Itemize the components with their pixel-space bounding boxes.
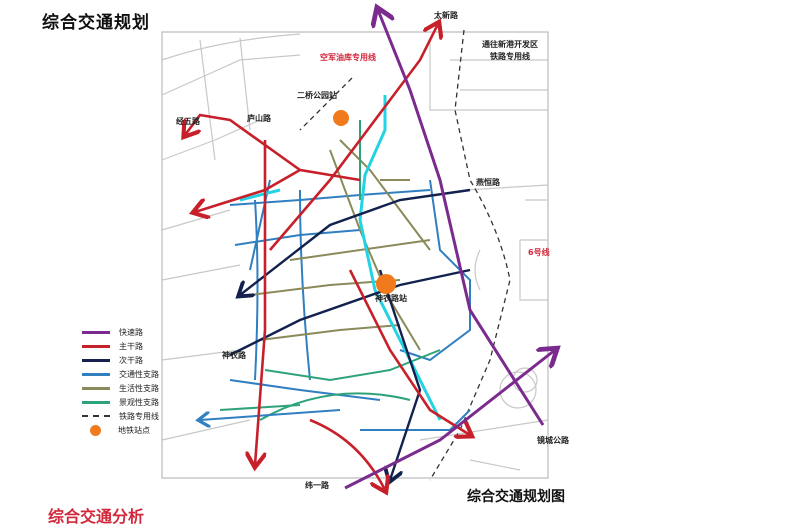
label-weiyi-road: 纬一路 [305,480,330,490]
legend-label: 地铁站点 [118,425,150,435]
legend-label: 交通性支路 [119,369,159,379]
main-arterials [185,24,470,490]
legend-item: 快速路 [82,325,159,339]
traffic-map: 太新路 通往新港开发区 铁路专用线 空军油库专用线 二桥公园站 经五路 庐山路 … [161,0,570,512]
label-shennong-station: 神农路站 [375,293,407,303]
label-yanheng-road: 燕恒路 [476,177,501,187]
legend-label: 次干路 [119,355,143,365]
map-caption: 综合交通规划图 [467,489,565,505]
label-taixin-road: 太新路 [433,10,459,20]
label-railway-xingang: 通往新港开发区 [482,39,538,49]
legend-label: 生活性支路 [119,383,159,393]
legend-label: 快速路 [119,327,143,337]
legend-label: 铁路专用线 [119,411,159,421]
base-streets [161,31,549,479]
label-railway-xingang-2: 铁路专用线 [490,51,530,61]
legend-label: 主干路 [119,341,143,351]
legend-swatch [82,372,110,376]
metro-station-erqiao [333,110,349,126]
local-roads [219,95,471,431]
page-title: 综合交通规划 [42,13,150,33]
legend-item: 交通性支路 [82,367,159,381]
map-legend: 快速路 主干路 次干路 交通性支路 生活性支路 景观性支路 铁路专用线 地铁站点 [82,325,159,437]
label-airforce-line: 空军油库专用线 [320,52,376,62]
legend-swatch [82,358,110,362]
legend-swatch [82,330,110,334]
expressways [344,10,555,490]
legend-swatch [90,424,101,436]
legend-item: 铁路专用线 [82,409,159,423]
label-shennong-road: 神农路 [222,350,247,360]
label-line6: 6号线 [528,247,550,257]
legend-item: 地铁站点 [82,423,159,437]
legend-label: 景观性支路 [119,397,159,407]
label-erqiao-station: 二桥公园站 [297,90,337,100]
metro-station-shennong [376,274,396,294]
legend-item: 次干路 [82,353,159,367]
legend-swatch [82,400,110,404]
legend-item: 生活性支路 [82,381,159,395]
label-jingwu-road: 经五路 [176,116,201,126]
legend-item: 主干路 [82,339,159,353]
legend-swatch [82,344,110,348]
next-section-title: 综合交通分析 [48,507,145,526]
legend-swatch [82,415,110,417]
legend-swatch [82,386,110,390]
railway-lines [299,29,511,481]
label-jingcheng-road: 镜城公路 [537,435,570,445]
branch-arrow [200,409,341,420]
label-lushan-road: 庐山路 [247,113,272,123]
legend-item: 景观性支路 [82,395,159,409]
